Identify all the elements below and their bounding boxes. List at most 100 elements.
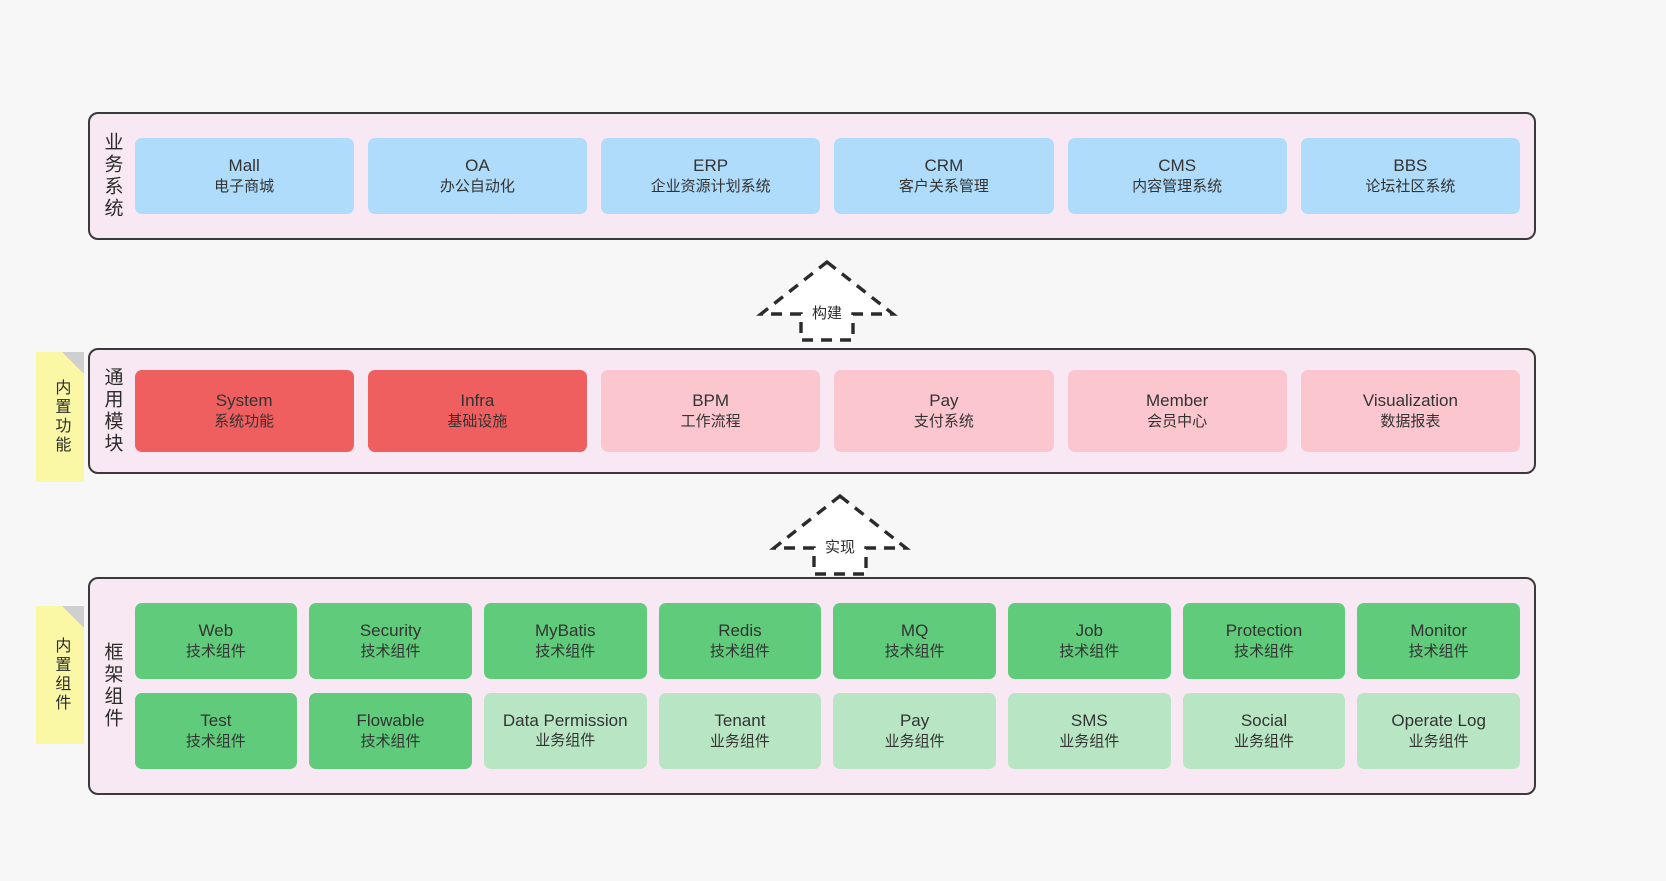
card-row-framework-business: Test 技术组件 Flowable 技术组件 Data Permission … <box>134 693 1521 769</box>
layer-body-business-system: Mall 电子商城 OA 办公自动化 ERP 企业资源计划系统 CRM 客户关系… <box>131 114 1534 238</box>
layer-title-common-module: 通用模块 <box>101 367 123 455</box>
card-test[interactable]: Test 技术组件 <box>134 693 298 769</box>
arrow-build: 构建 <box>756 258 898 344</box>
card-visualization-subtitle: 数据报表 <box>1380 413 1441 431</box>
card-operate-log-title: Operate Log <box>1391 711 1486 731</box>
card-member-subtitle: 会员中心 <box>1147 413 1208 431</box>
card-redis-subtitle: 技术组件 <box>709 643 770 661</box>
layer-title-framework-component: 框架组件 <box>101 642 123 730</box>
card-mq-subtitle: 技术组件 <box>884 643 945 661</box>
card-row-common-module: System 系统功能 Infra 基础设施 BPM 工作流程 Pay 支付系统… <box>134 370 1521 452</box>
card-job[interactable]: Job 技术组件 <box>1007 603 1171 679</box>
card-mybatis-subtitle: 技术组件 <box>535 643 596 661</box>
card-social-subtitle: 业务组件 <box>1233 733 1294 751</box>
card-bbs-title: BBS <box>1393 156 1428 176</box>
card-bpm-subtitle: 工作流程 <box>680 413 741 431</box>
card-mall[interactable]: Mall 电子商城 <box>134 138 354 214</box>
arrow-implement-label: 实现 <box>824 539 856 556</box>
card-security[interactable]: Security 技术组件 <box>309 603 472 679</box>
card-data-permission-subtitle: 业务组件 <box>535 732 596 750</box>
card-security-subtitle: 技术组件 <box>360 643 421 661</box>
card-bbs-subtitle: 论坛社区系统 <box>1365 178 1456 196</box>
layer-common-module: 通用模块 System 系统功能 Infra 基础设施 BPM 工作流程 Pay… <box>88 348 1536 474</box>
card-erp[interactable]: ERP 企业资源计划系统 <box>601 138 821 214</box>
sticky-note-builtin-function: 内置功能 <box>36 352 84 482</box>
card-crm-subtitle: 客户关系管理 <box>898 178 989 196</box>
sticky-note-builtin-component: 内置组件 <box>36 606 84 744</box>
sticky-note-builtin-component-text: 内置组件 <box>52 637 70 713</box>
card-pay-component-subtitle: 业务组件 <box>884 733 945 751</box>
card-mq-title: MQ <box>900 621 929 641</box>
card-data-permission-title: Data Permission <box>502 711 628 731</box>
card-redis[interactable]: Redis 技术组件 <box>658 603 822 679</box>
card-web[interactable]: Web 技术组件 <box>134 603 298 679</box>
card-security-title: Security <box>359 621 422 641</box>
card-cms-title: CMS <box>1158 156 1197 176</box>
card-erp-subtitle: 企业资源计划系统 <box>650 178 771 196</box>
card-oa[interactable]: OA 办公自动化 <box>367 138 588 214</box>
card-infra-title: Infra <box>460 391 495 411</box>
card-redis-title: Redis <box>718 621 762 641</box>
card-protection-title: Protection <box>1225 621 1303 641</box>
card-visualization-title: Visualization <box>1362 391 1458 411</box>
card-test-title: Test <box>200 711 232 731</box>
card-protection-subtitle: 技术组件 <box>1233 643 1294 661</box>
card-visualization[interactable]: Visualization 数据报表 <box>1300 370 1521 452</box>
card-job-subtitle: 技术组件 <box>1059 643 1120 661</box>
card-sms[interactable]: SMS 业务组件 <box>1007 693 1171 769</box>
card-pay-module-title: Pay <box>929 391 959 411</box>
card-crm[interactable]: CRM 客户关系管理 <box>834 138 1054 214</box>
card-monitor-subtitle: 技术组件 <box>1408 643 1469 661</box>
layer-body-common-module: System 系统功能 Infra 基础设施 BPM 工作流程 Pay 支付系统… <box>131 350 1534 472</box>
card-pay-component-title: Pay <box>899 711 930 731</box>
card-member[interactable]: Member 会员中心 <box>1067 370 1287 452</box>
card-monitor[interactable]: Monitor 技术组件 <box>1357 603 1521 679</box>
card-erp-title: ERP <box>693 156 729 176</box>
card-system[interactable]: System 系统功能 <box>134 370 354 452</box>
card-test-subtitle: 技术组件 <box>185 733 246 751</box>
card-oa-title: OA <box>465 156 490 176</box>
card-tenant[interactable]: Tenant 业务组件 <box>658 693 822 769</box>
card-monitor-title: Monitor <box>1410 621 1468 641</box>
card-web-subtitle: 技术组件 <box>185 643 246 661</box>
card-tenant-subtitle: 业务组件 <box>709 733 770 751</box>
layer-business-system: 业务系统 Mall 电子商城 OA 办公自动化 ERP 企业资源计划系统 CRM… <box>88 112 1536 240</box>
card-mybatis[interactable]: MyBatis 技术组件 <box>483 603 647 679</box>
layer-framework-component: 框架组件 Web 技术组件 Security 技术组件 MyBatis 技术组件… <box>88 577 1536 795</box>
card-mall-subtitle: 电子商城 <box>214 178 275 196</box>
card-mq[interactable]: MQ 技术组件 <box>833 603 996 679</box>
card-cms-subtitle: 内容管理系统 <box>1132 178 1223 196</box>
card-system-subtitle: 系统功能 <box>214 413 275 431</box>
card-protection[interactable]: Protection 技术组件 <box>1182 603 1346 679</box>
card-pay-component[interactable]: Pay 业务组件 <box>833 693 996 769</box>
card-row-framework-tech: Web 技术组件 Security 技术组件 MyBatis 技术组件 Redi… <box>134 603 1521 679</box>
card-job-title: Job <box>1075 621 1103 641</box>
card-tenant-title: Tenant <box>714 711 766 731</box>
card-flowable[interactable]: Flowable 技术组件 <box>309 693 472 769</box>
note-fold-corner-icon <box>62 352 84 374</box>
card-crm-title: CRM <box>924 156 964 176</box>
card-bpm-title: BPM <box>692 391 730 411</box>
card-bpm[interactable]: BPM 工作流程 <box>601 370 821 452</box>
card-system-title: System <box>215 391 273 411</box>
card-sms-subtitle: 业务组件 <box>1059 733 1120 751</box>
card-mybatis-title: MyBatis <box>535 621 596 641</box>
card-data-permission[interactable]: Data Permission 业务组件 <box>483 693 647 769</box>
card-row-business: Mall 电子商城 OA 办公自动化 ERP 企业资源计划系统 CRM 客户关系… <box>134 138 1521 214</box>
card-web-title: Web <box>198 621 234 641</box>
card-operate-log-subtitle: 业务组件 <box>1408 733 1469 751</box>
card-social[interactable]: Social 业务组件 <box>1182 693 1346 769</box>
layer-title-business-system: 业务系统 <box>101 132 123 220</box>
card-sms-title: SMS <box>1070 711 1108 731</box>
card-pay-module[interactable]: Pay 支付系统 <box>834 370 1054 452</box>
card-infra[interactable]: Infra 基础设施 <box>367 370 588 452</box>
card-cms[interactable]: CMS 内容管理系统 <box>1067 138 1287 214</box>
card-pay-module-subtitle: 支付系统 <box>913 413 974 431</box>
card-flowable-title: Flowable <box>356 711 425 731</box>
card-bbs[interactable]: BBS 论坛社区系统 <box>1300 138 1521 214</box>
note-fold-corner-icon <box>62 606 84 628</box>
layer-body-framework-component: Web 技术组件 Security 技术组件 MyBatis 技术组件 Redi… <box>131 579 1534 793</box>
card-infra-subtitle: 基础设施 <box>447 413 508 431</box>
card-operate-log[interactable]: Operate Log 业务组件 <box>1357 693 1521 769</box>
